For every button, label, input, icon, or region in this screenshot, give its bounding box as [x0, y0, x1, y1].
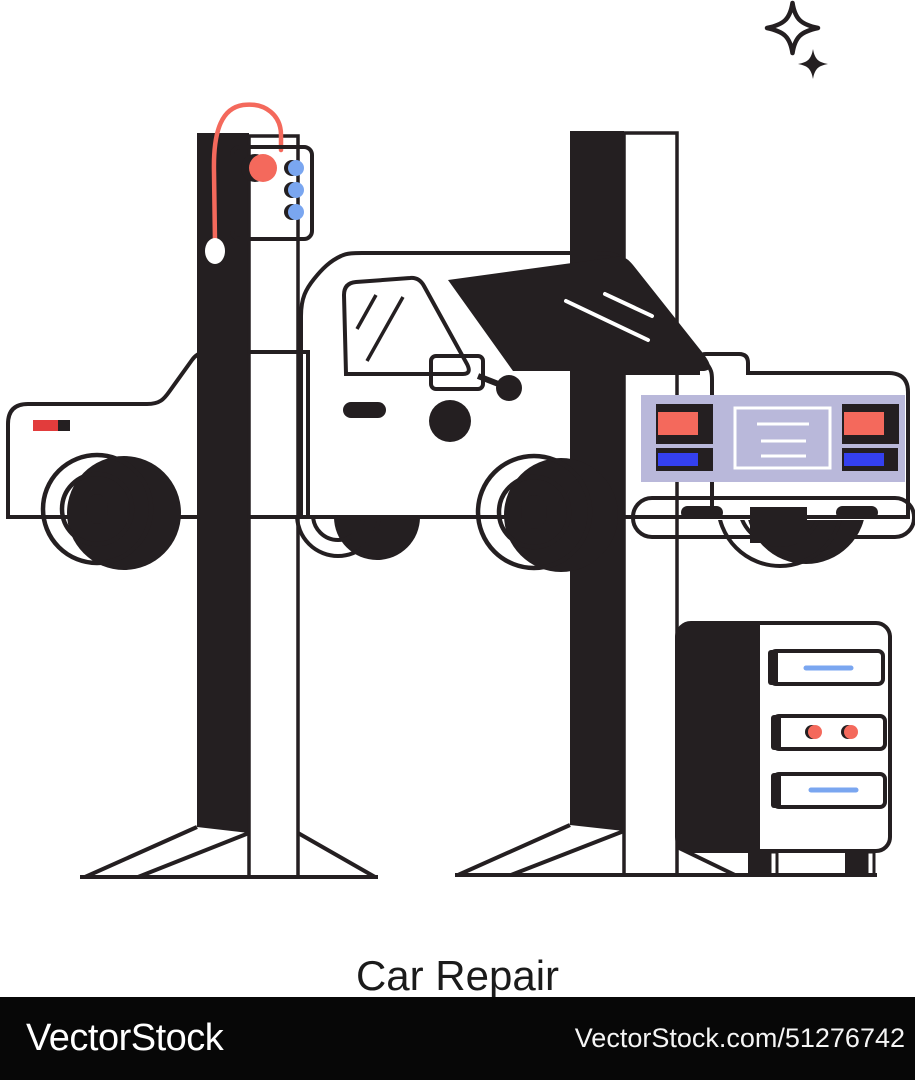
control-cable — [211, 102, 284, 245]
wheel-front — [475, 453, 618, 572]
glass-shine-line — [603, 292, 654, 318]
rim — [496, 474, 572, 550]
right-post-base — [455, 823, 877, 877]
tail-light-right — [842, 404, 899, 471]
tire-shadow — [334, 519, 420, 560]
emergency-button — [249, 154, 277, 182]
lift-control-box — [205, 102, 314, 264]
rim — [59, 471, 135, 547]
left-post-dark-column — [197, 133, 249, 833]
bumper-slot — [836, 506, 878, 519]
bed-tail-light-red — [33, 420, 58, 431]
side-mirror — [429, 354, 522, 401]
control-buttons — [284, 160, 304, 220]
cabinet-side-panel — [677, 623, 760, 851]
tire — [475, 453, 593, 571]
wheel-rear-left — [40, 452, 181, 570]
bumper — [631, 496, 915, 543]
door-handle — [343, 402, 386, 418]
sparkle-small-icon — [798, 49, 828, 79]
fuel-cap — [429, 400, 471, 442]
mirror-joint — [496, 375, 522, 401]
rear-light-panel — [641, 395, 905, 482]
watermark-brand: VectorStock — [26, 1017, 224, 1059]
watermark-url: VectorStock.com/51276742 — [574, 1023, 905, 1053]
hub — [86, 494, 108, 524]
sparkle-large-icon — [764, 0, 821, 56]
tire-shadow — [504, 458, 618, 572]
watermark-bar: VectorStock VectorStock.com/51276742 — [0, 997, 915, 1080]
left-post-base — [80, 825, 378, 879]
tool-cabinet — [675, 621, 892, 877]
drawer-knob — [844, 725, 858, 739]
cabinet-drawer-middle — [771, 714, 887, 751]
tire-shadow — [67, 456, 181, 570]
cabinet-drawer-bottom — [771, 772, 887, 809]
tire — [295, 519, 381, 558]
cabinet-feet — [748, 850, 876, 877]
side-window — [341, 275, 471, 376]
control-box-body — [230, 145, 314, 241]
tire — [40, 452, 154, 566]
cabinet-drawer-top — [768, 649, 885, 686]
bumper-slot — [681, 506, 723, 519]
bed-tail-light-dark — [58, 420, 70, 431]
cable-anchor — [205, 238, 225, 264]
windshield-glass — [448, 256, 710, 371]
glass-shine-line — [564, 299, 650, 342]
tail-light-left — [656, 404, 713, 471]
tow-hitch — [750, 507, 807, 543]
page-title: Car Repair — [355, 952, 560, 999]
window-shine-line — [355, 294, 378, 330]
drawer-knob — [808, 725, 822, 739]
hub — [521, 495, 547, 529]
left-post-light-column — [247, 134, 300, 879]
wheel-middle — [295, 519, 420, 560]
license-plate — [733, 406, 832, 470]
window-shine-line — [365, 296, 405, 362]
pickup-truck — [6, 251, 915, 572]
rim — [311, 519, 365, 542]
right-post-light-column — [622, 131, 679, 877]
